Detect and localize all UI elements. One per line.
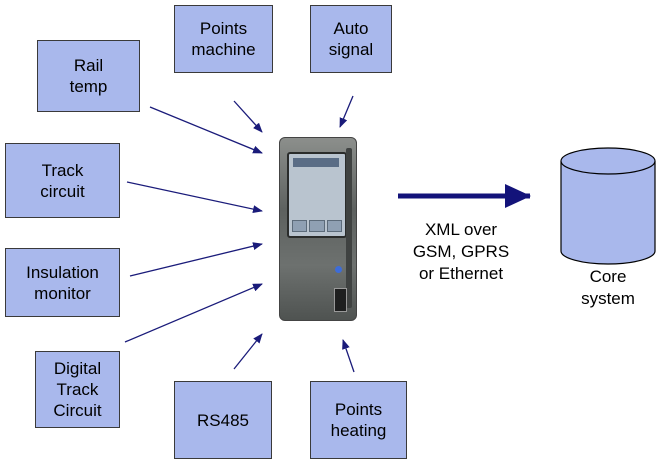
arrow-rail-temp bbox=[149, 106, 263, 154]
device-led bbox=[335, 266, 342, 273]
link-label: XML over GSM, GPRS or Ethernet bbox=[412, 220, 510, 283]
arrow-digital-track-circuit bbox=[124, 283, 263, 343]
device-screen bbox=[287, 152, 347, 238]
arrow-auto-signal bbox=[339, 95, 354, 128]
arrow-track-circuit bbox=[126, 181, 263, 214]
database-icon bbox=[560, 147, 656, 265]
arrow-points-heating bbox=[342, 339, 355, 373]
points-machine-box: Points machine bbox=[174, 5, 273, 73]
digital-track-circuit-box: Digital Track Circuit bbox=[35, 351, 120, 428]
arrow-rs485 bbox=[233, 333, 263, 370]
rs485-box: RS485 bbox=[174, 381, 272, 459]
device-port bbox=[334, 288, 347, 312]
core-system-label: Core system bbox=[581, 267, 635, 308]
rail-temp-box: Rail temp bbox=[37, 40, 140, 112]
points-heating-box: Points heating bbox=[310, 381, 407, 459]
track-circuit-box: Track circuit bbox=[5, 143, 120, 218]
arrow-points-machine bbox=[233, 100, 263, 133]
data-logger-device bbox=[279, 137, 357, 321]
device-screen-header bbox=[293, 158, 339, 167]
device-screen-buttons bbox=[292, 220, 342, 232]
device-side-rail bbox=[346, 148, 352, 308]
insulation-monitor-box: Insulation monitor bbox=[5, 248, 120, 317]
auto-signal-box: Auto signal bbox=[310, 5, 392, 73]
arrow-insulation-monitor bbox=[129, 242, 263, 277]
